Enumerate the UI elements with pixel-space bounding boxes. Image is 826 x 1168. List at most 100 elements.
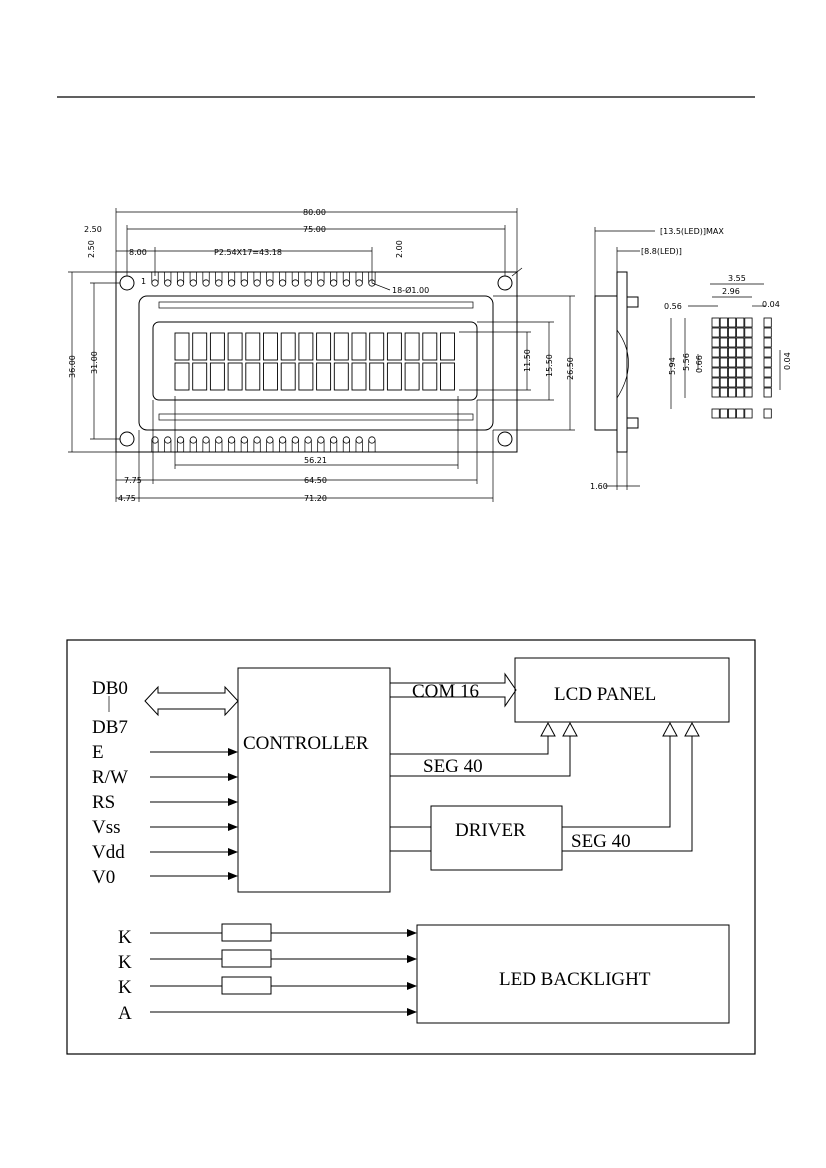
pin-hole-bottom bbox=[240, 436, 248, 444]
block-diagram: CONTROLLER LCD PANEL DRIVER LED BACKLIGH… bbox=[66, 639, 756, 1055]
char-cell bbox=[298, 332, 314, 361]
dot bbox=[763, 367, 772, 378]
bezel-outline bbox=[138, 295, 494, 431]
backlight-box bbox=[416, 924, 730, 1024]
dim-height-holes: 31.00 bbox=[90, 351, 99, 374]
char-cell bbox=[245, 362, 261, 391]
dot bbox=[719, 367, 728, 378]
dot bbox=[763, 337, 772, 348]
driver-box bbox=[430, 805, 563, 871]
mount-hole-tr bbox=[497, 275, 513, 291]
pin-hole-bottom bbox=[368, 436, 376, 444]
pin-hole-top bbox=[253, 279, 261, 287]
pin-hole-bottom bbox=[202, 436, 210, 444]
char-cell bbox=[316, 332, 332, 361]
char-cell bbox=[440, 362, 455, 391]
data-bus-arrow bbox=[144, 685, 239, 717]
dot bbox=[744, 347, 753, 358]
side-pin-bottom bbox=[626, 417, 639, 429]
pin-hole-top bbox=[278, 279, 287, 287]
char-cell bbox=[192, 362, 208, 391]
dot bbox=[711, 347, 720, 358]
dot bbox=[711, 377, 720, 388]
char-cell bbox=[333, 332, 349, 361]
pin-hole-top bbox=[355, 279, 363, 287]
dot bbox=[744, 367, 753, 378]
seg-line-2 bbox=[562, 736, 671, 828]
dim-view-w: 71.20 bbox=[304, 494, 327, 503]
label-vss: Vss bbox=[92, 817, 121, 838]
pin-hole-bottom bbox=[189, 436, 197, 444]
dot-matrix bbox=[711, 317, 772, 419]
lcd-panel-box bbox=[514, 657, 730, 723]
side-pin-top bbox=[626, 296, 639, 308]
dot bbox=[719, 357, 728, 368]
cursor-dot bbox=[719, 408, 728, 419]
dot bbox=[744, 387, 753, 398]
driver-label: DRIVER bbox=[455, 820, 526, 841]
label-a: A bbox=[118, 1003, 132, 1024]
dot bbox=[728, 377, 737, 388]
dot bbox=[719, 327, 728, 338]
seg-label-2: SEG 40 bbox=[571, 831, 631, 852]
char-cell bbox=[333, 362, 349, 391]
pin-hole-bottom bbox=[253, 436, 261, 444]
resistor-2 bbox=[221, 949, 272, 968]
dot bbox=[711, 367, 720, 378]
pin-hole-top bbox=[266, 279, 274, 287]
char-cell bbox=[280, 362, 296, 391]
dot bbox=[728, 357, 737, 368]
label-k3: K bbox=[118, 977, 132, 998]
dim-view-area-h: 26.50 bbox=[566, 357, 575, 380]
dot bbox=[719, 347, 728, 358]
char-cell bbox=[386, 362, 402, 391]
bottom-strip bbox=[158, 413, 474, 421]
dot bbox=[736, 337, 745, 348]
char-inner-h: 5.56 bbox=[682, 353, 691, 371]
dot bbox=[763, 327, 772, 338]
cursor-dot bbox=[763, 408, 772, 419]
label-rs: RS bbox=[92, 792, 115, 813]
pin-hole-bottom bbox=[355, 436, 363, 444]
dot-w: 0.56 bbox=[664, 302, 682, 311]
pin-hole-bottom bbox=[317, 436, 325, 444]
dim-active-w: 64.50 bbox=[304, 476, 327, 485]
dot bbox=[728, 387, 737, 398]
pin1-label: 1 bbox=[141, 277, 146, 286]
dot bbox=[719, 377, 728, 388]
dot bbox=[763, 387, 772, 398]
dim-pin-hole: 18-Ø1.00 bbox=[392, 285, 429, 295]
char-w: 3.55 bbox=[728, 274, 746, 283]
dot bbox=[736, 377, 745, 388]
dot bbox=[736, 357, 745, 368]
label-rw: R/W bbox=[92, 767, 128, 788]
cursor-dot bbox=[736, 408, 745, 419]
pin-hole-bottom bbox=[330, 436, 338, 444]
char-cell bbox=[316, 362, 332, 391]
char-cell bbox=[404, 362, 420, 391]
dot bbox=[728, 327, 737, 338]
char-cell bbox=[209, 332, 225, 361]
side-glass bbox=[594, 295, 618, 431]
pin-row-bottom bbox=[151, 436, 376, 452]
dot bbox=[728, 317, 737, 328]
side-max-thickness: [13.5(LED)]MAX bbox=[660, 227, 724, 236]
dim-edge-top: 2.50 bbox=[87, 240, 96, 258]
dot bbox=[744, 317, 753, 328]
dot bbox=[719, 317, 728, 328]
char-cell bbox=[351, 362, 367, 391]
char-cell bbox=[404, 332, 420, 361]
char-cell bbox=[369, 362, 385, 391]
pin-hole-bottom bbox=[227, 436, 236, 444]
dot bbox=[744, 337, 753, 348]
dot bbox=[728, 337, 737, 348]
label-k1: K bbox=[118, 927, 132, 948]
dot bbox=[711, 337, 720, 348]
char-cell bbox=[174, 362, 190, 391]
char-cell bbox=[174, 332, 190, 361]
pin-hole-top bbox=[342, 279, 350, 287]
dot bbox=[711, 317, 720, 328]
dot bbox=[763, 377, 772, 388]
char-cell bbox=[263, 362, 278, 391]
dot bbox=[711, 357, 720, 368]
